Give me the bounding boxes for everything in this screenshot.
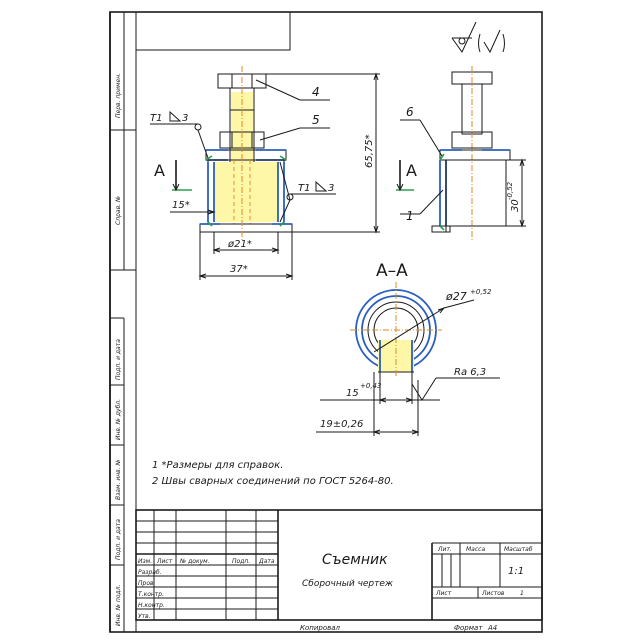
section-mark-right: А — [406, 161, 417, 180]
tb-format-value: A4 — [487, 624, 497, 632]
dim-roughness: Ra 6,3 — [454, 367, 486, 378]
tb-format-label: Формат — [454, 624, 483, 632]
side-podp-data-1: Подп. и дата — [115, 339, 122, 380]
sheet-outer-frame — [109, 11, 543, 633]
tb-masshtab: Масштаб — [504, 546, 533, 553]
tb-col-data: Дата — [258, 558, 275, 565]
dim-offset: 19±0,26 — [320, 419, 363, 430]
tb-col-izm: Изм. — [138, 558, 152, 565]
tb-scale-value: 1:1 — [508, 566, 524, 577]
side-stamp: Перв. примен. Справ. № Подп. и дата Инв.… — [109, 11, 136, 632]
side-vzam-inv: Взам. инв. № — [115, 459, 122, 500]
position-1: 1 — [406, 209, 414, 223]
weld-label-left: Т1 — [150, 113, 162, 124]
position-6: 6 — [406, 105, 414, 119]
sheet-inner-frame — [135, 11, 543, 633]
tb-col-list: Лист — [156, 558, 173, 565]
dim-chamfer: 15* — [172, 200, 190, 211]
dim-right-height-tol: -0,52 — [506, 181, 514, 200]
tb-copied: Копировал — [300, 624, 341, 632]
dim-outer-width: 37* — [230, 264, 248, 275]
dim-section-diameter: ø27 — [445, 290, 467, 303]
side-view: А 6 1 30 -0,52 — [396, 66, 526, 240]
tb-sheets-value: 1 — [520, 590, 524, 597]
position-5: 5 — [312, 113, 320, 127]
tb-tkontr: Т.контр. — [138, 591, 164, 598]
tb-title: Съемник — [322, 552, 388, 568]
roughness-mark-icon — [451, 21, 505, 54]
tb-massa: Масса — [466, 546, 485, 553]
note-1: 1 *Размеры для справок. — [152, 460, 283, 471]
weld-label-right: Т1 — [298, 183, 310, 194]
tb-prov: Пров. — [138, 580, 156, 587]
tb-razrab: Разраб. — [138, 569, 162, 576]
tb-col-doc: № докум. — [179, 558, 210, 565]
tb-subtitle: Сборочный чертеж — [302, 579, 394, 589]
weld-size-left: 3 — [182, 113, 188, 124]
weld-size-right: 3 — [328, 183, 334, 194]
tb-utv: Утв. — [138, 613, 151, 620]
main-view — [199, 66, 293, 240]
main-view-dimensions: 65,75* ø21* 37* 15* А — [154, 72, 380, 280]
note-2: 2 Швы сварных соединений по ГОСТ 5264-80… — [152, 476, 394, 487]
dim-section-diameter-tol: +0,52 — [470, 288, 492, 296]
side-perv-primen: Перв. примен. — [115, 73, 122, 118]
dim-slot-width: 15 — [346, 388, 359, 399]
dim-inner-diameter: ø21* — [227, 239, 252, 250]
main-view-leaders: 4 5 Т1 3 Т1 3 — [150, 79, 336, 223]
section-title: А–А — [376, 261, 408, 281]
dim-height-total: 65,75* — [364, 134, 375, 168]
tb-sheets-label: Листов — [481, 590, 505, 597]
side-inv-podl: Инв. № подл. — [115, 585, 122, 626]
title-block: Изм. Лист № докум. Подп. Дата Разраб. Пр… — [135, 509, 543, 621]
side-podp-data-2: Подп. и дата — [115, 519, 122, 560]
tb-lit: Лит. — [437, 546, 452, 553]
position-4: 4 — [312, 85, 320, 99]
top-reference-box — [135, 12, 291, 51]
section-mark-left: А — [154, 161, 165, 180]
side-inv-dubl: Инв. № дубл. — [115, 399, 122, 440]
side-sprav-no: Справ. № — [115, 196, 122, 225]
dim-slot-width-tol: +0,43 — [360, 382, 381, 390]
tb-col-podp: Подп. — [232, 558, 250, 565]
section-a-a: А–А ø27 +0,52 15 +0,43 Ra 6,3 — [316, 261, 500, 436]
tb-sheet-label: Лист — [435, 590, 452, 597]
dim-right-height: 30 — [510, 199, 521, 212]
tb-nkontr: Н.контр. — [138, 602, 165, 609]
